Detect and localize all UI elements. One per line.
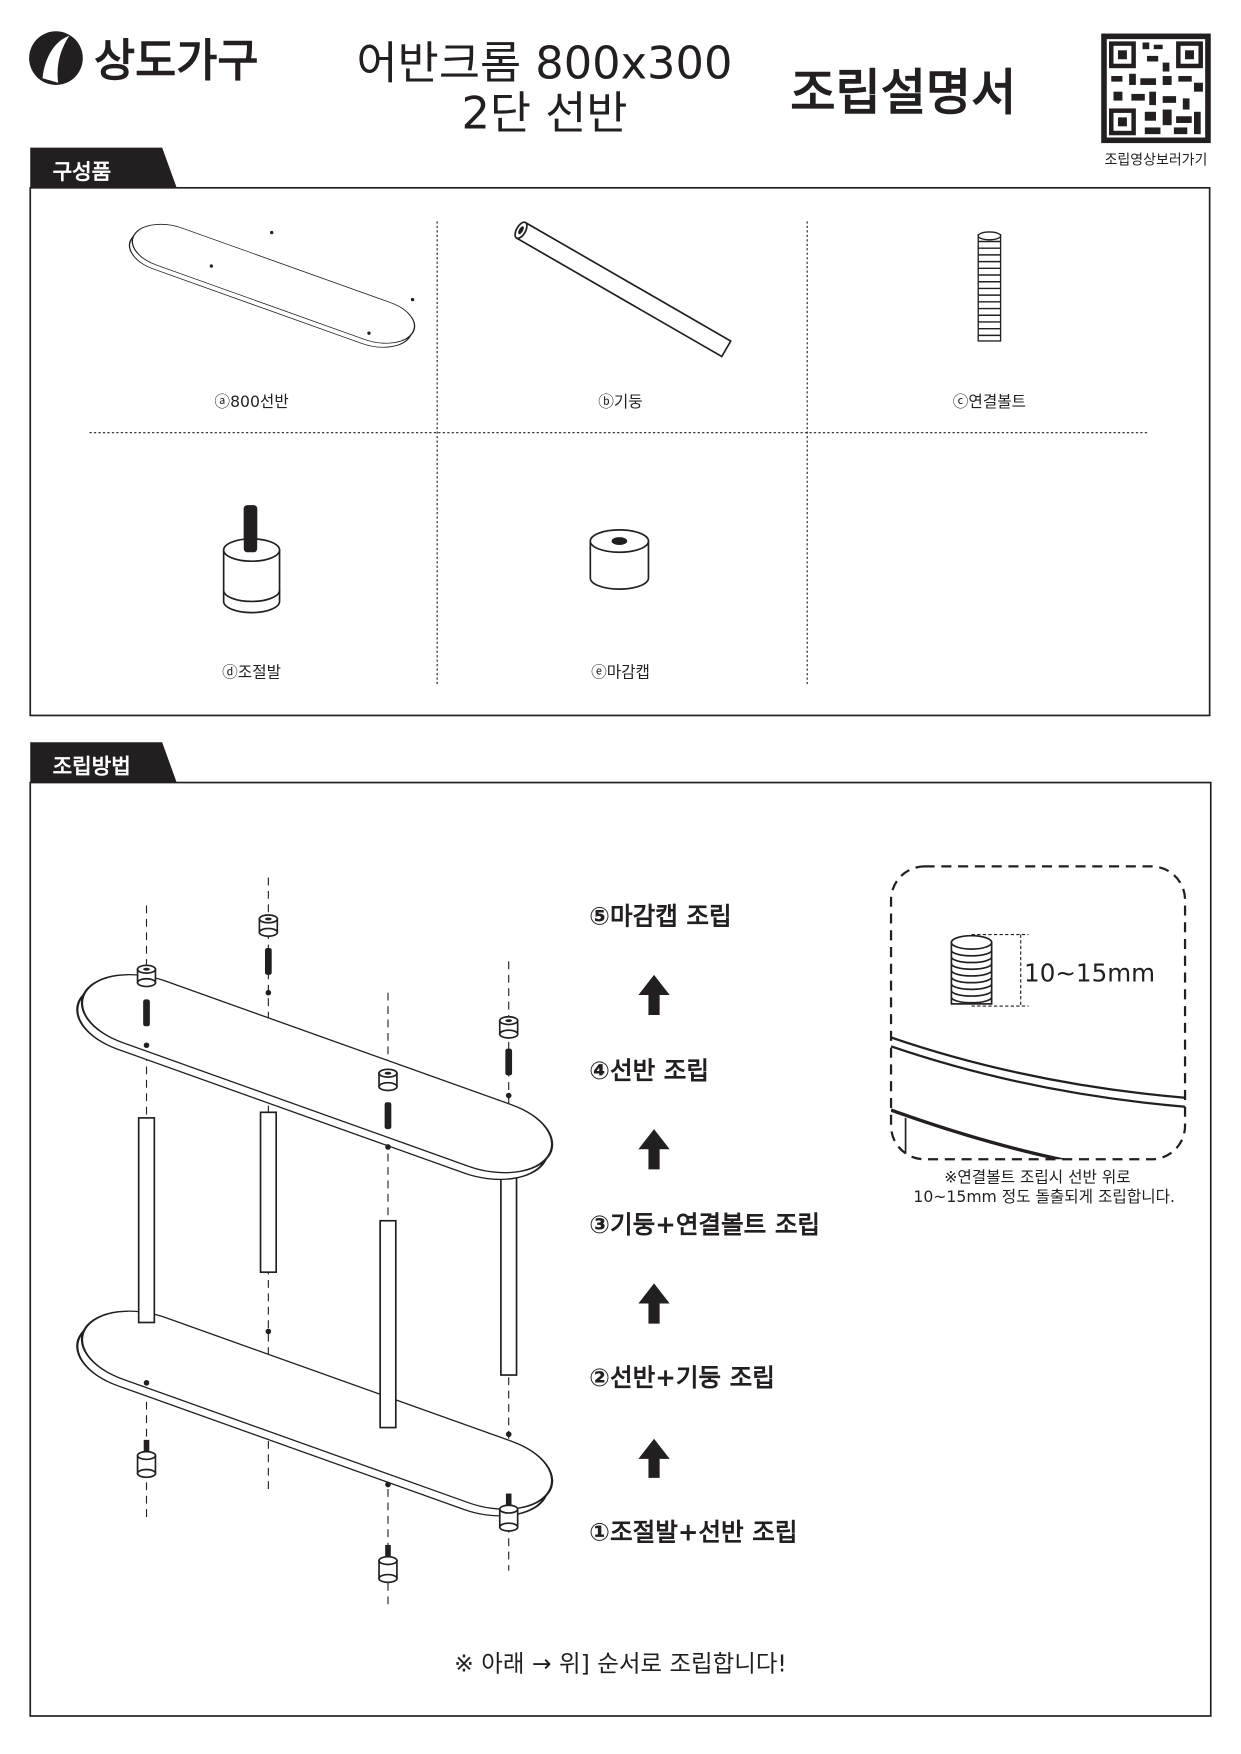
qr-caption: 조립영상보러가기 bbox=[1105, 152, 1208, 168]
part-label-foot: ⓓ조절발 bbox=[222, 662, 281, 681]
bolt-detail-icon bbox=[950, 934, 993, 1005]
arrow-up-icon bbox=[638, 1438, 670, 1478]
bolt-detail-callout: 10~15mm bbox=[889, 865, 1187, 1161]
assembly-order-note: ※ 아래 → 위] 순서로 조립합니다! bbox=[454, 1649, 787, 1677]
step-5: ⑤마감캡 조립 bbox=[589, 902, 731, 931]
part-label-cap: ⓔ마감캡 bbox=[591, 662, 650, 681]
components-tab-label: 구성품 bbox=[53, 160, 112, 185]
upper-shelf bbox=[58, 959, 571, 1195]
arrow-up-icon bbox=[638, 974, 670, 1016]
assembly-steps: ⑤마감캡 조립 ④선반 조립 ③기둥+연결볼트 조립 ②선반+기둥 조립 ①조절… bbox=[589, 902, 820, 1547]
arrow-up-icon bbox=[638, 1129, 670, 1170]
part-label-post: ⓑ기둥 bbox=[598, 392, 642, 411]
part-shelf-drawing bbox=[118, 215, 426, 357]
assembly-tab-label: 조립방법 bbox=[53, 755, 131, 780]
assembly-diagram bbox=[58, 877, 571, 1605]
doc-title: 조립설명서 bbox=[790, 64, 1016, 122]
brand-logo: 상도가구 bbox=[29, 31, 258, 87]
lower-shelf bbox=[58, 1295, 571, 1532]
brand-name: 상도가구 bbox=[94, 34, 259, 87]
bolts bbox=[143, 947, 513, 1130]
step-2: ②선반+기둥 조립 bbox=[589, 1363, 775, 1392]
product-title-line1: 어반크롬 800x300 bbox=[357, 36, 733, 89]
part-label-shelf: ⓐ800선반 bbox=[214, 392, 288, 411]
components-box bbox=[29, 186, 1211, 717]
posts bbox=[137, 1111, 518, 1429]
step-1: ①조절발+선반 조립 bbox=[589, 1517, 797, 1546]
bolt-protrusion-dimension: 10~15mm bbox=[1024, 959, 1155, 988]
part-foot-drawing bbox=[222, 505, 281, 614]
callout-note-line2: 10~15mm 정도 돌출되게 조립합니다. bbox=[913, 1187, 1175, 1206]
assembly-tab bbox=[30, 742, 177, 783]
step-3: ③기둥+연결볼트 조립 bbox=[589, 1210, 820, 1239]
callout-note-line1: ※연결볼트 조립시 선반 위로 bbox=[944, 1168, 1130, 1187]
assembly-box bbox=[29, 781, 1212, 1717]
product-title-line2: 2단 선반 bbox=[461, 87, 627, 140]
part-label-bolt: ⓒ연결볼트 bbox=[953, 392, 1026, 411]
part-cap-drawing bbox=[589, 529, 650, 590]
qr-code[interactable] bbox=[1101, 33, 1211, 144]
part-bolt-drawing bbox=[977, 231, 1002, 342]
components-tab bbox=[30, 147, 177, 188]
step-4: ④선반 조립 bbox=[589, 1056, 709, 1085]
part-post-drawing bbox=[514, 221, 732, 358]
grid-dividers bbox=[89, 221, 1149, 685]
arrow-up-icon bbox=[638, 1283, 670, 1324]
